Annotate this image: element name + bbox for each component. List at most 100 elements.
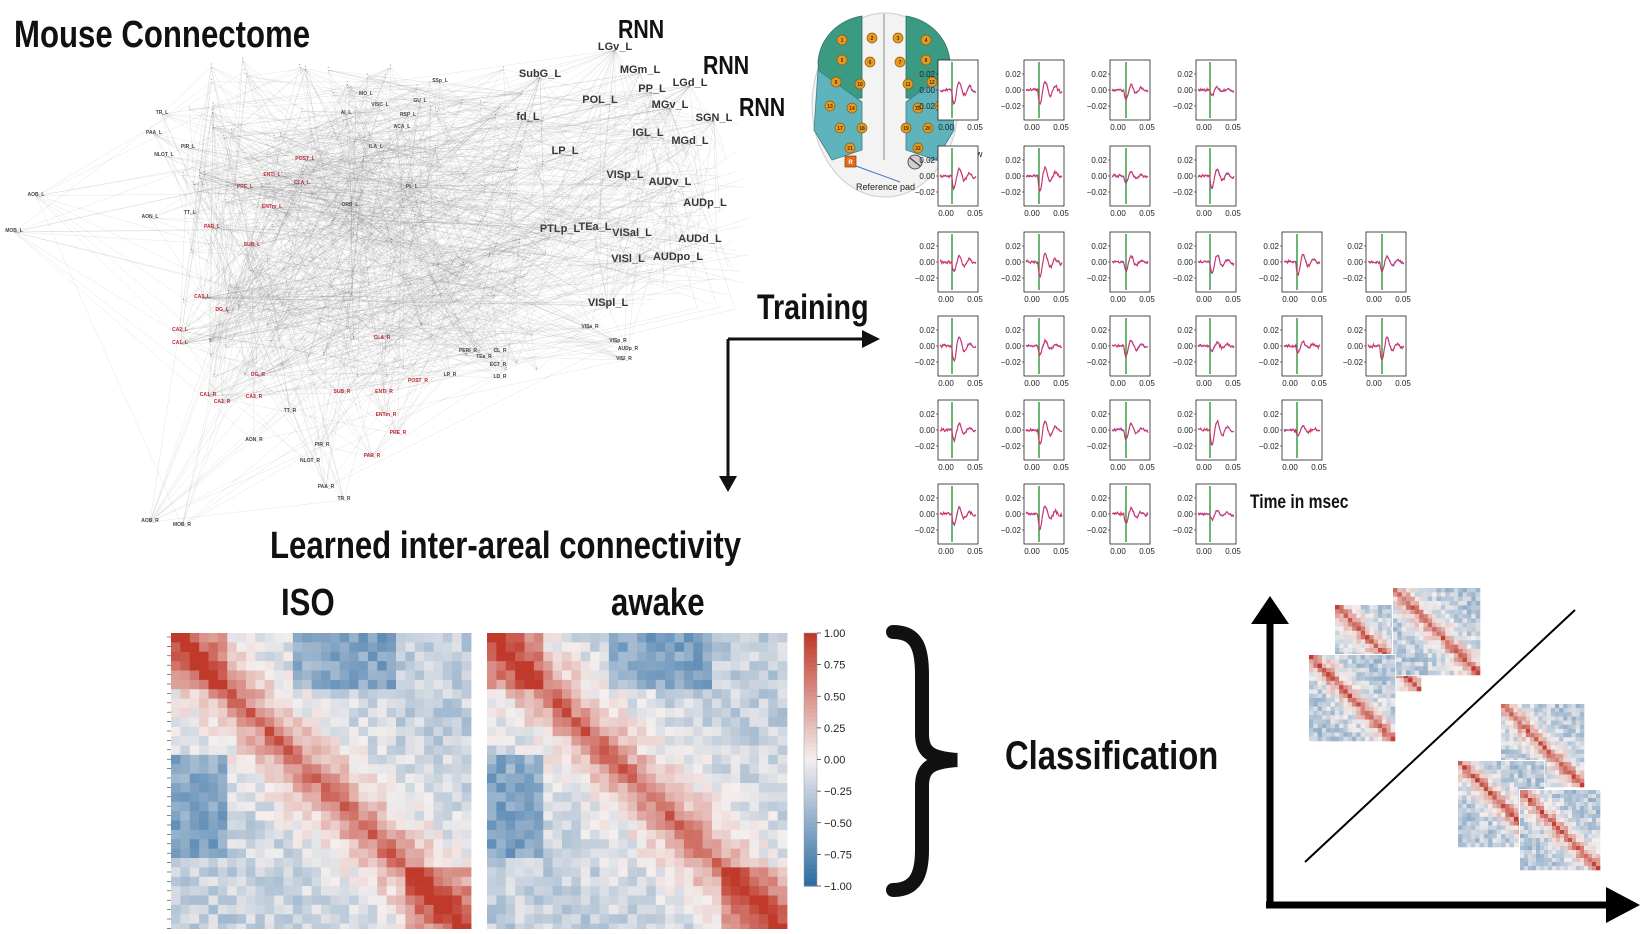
mini-heatmap-cell (1432, 597, 1437, 602)
mini-heatmap-cell (1410, 632, 1415, 637)
heatmap-cell (571, 642, 581, 652)
heatmap-cell (600, 792, 610, 802)
heatmap-cell (265, 671, 275, 681)
heatmap-cell (321, 811, 331, 821)
heatmap-cell (293, 877, 303, 887)
mini-heatmap-cell (1551, 708, 1555, 712)
mini-heatmap-cell (1352, 711, 1357, 716)
heatmap-cell (321, 727, 331, 737)
mini-heatmap-cell (1501, 804, 1506, 809)
heatmap-cell (293, 886, 303, 896)
mini-heatmap-cell (1309, 724, 1314, 729)
heatmap-cell (171, 708, 181, 718)
heatmap-cell (534, 858, 544, 868)
heatmap-cell (180, 755, 190, 765)
heatmap-cell (209, 877, 219, 887)
mini-heatmap-cell (1419, 658, 1424, 663)
heatmap-cell (209, 736, 219, 746)
colorbar-segment (804, 760, 817, 765)
mini-heatmap-cell (1365, 711, 1370, 716)
mini-heatmap-cell (1547, 725, 1551, 729)
mini-heatmap-cell (1513, 716, 1517, 720)
mini-heatmap-cell (1404, 682, 1409, 687)
mini-heatmap-cell (1326, 724, 1331, 729)
mini-heatmap-cell (1564, 794, 1568, 798)
heatmap-cell (618, 755, 628, 765)
mini-heatmap-cell (1544, 810, 1548, 814)
mini-heatmap-cell (1563, 770, 1567, 774)
heatmap-cell (646, 830, 656, 840)
heatmap-cell (180, 802, 190, 812)
heatmap-cell (368, 736, 378, 746)
mini-heatmap-cell (1480, 808, 1485, 813)
mini-heatmap-cell (1417, 687, 1422, 692)
mini-heatmap-cell (1588, 802, 1592, 806)
heatmap-cell (496, 671, 506, 681)
heatmap-cell (171, 680, 181, 690)
heatmap-cell (387, 839, 397, 849)
heatmap-cell (330, 849, 340, 859)
heatmap-cell (721, 661, 731, 671)
heatmap-cell (656, 905, 666, 915)
mini-heatmap-cell (1538, 721, 1542, 725)
mini-heatmap-cell (1538, 729, 1542, 733)
mini-heatmap-cell (1454, 649, 1459, 654)
trace-ytick-label: 0.02 (1177, 156, 1193, 165)
mini-heatmap-cell (1335, 672, 1340, 677)
mini-heatmap-cell (1514, 765, 1519, 770)
heatmap-cell (405, 867, 415, 877)
colorbar-segment (804, 806, 817, 811)
heatmap-cell (553, 896, 563, 906)
heatmap-cell (515, 886, 525, 896)
mini-heatmap-cell (1505, 746, 1509, 750)
heatmap-cell (246, 708, 256, 718)
mini-heatmap-cell (1497, 830, 1502, 835)
heatmap-cell (637, 689, 647, 699)
heatmap-cell (462, 746, 472, 756)
mini-heatmap-cell (1423, 623, 1428, 628)
heatmap-cell (396, 652, 406, 662)
heatmap-cell (600, 736, 610, 746)
heatmap-cell (415, 661, 425, 671)
heatmap-cell (553, 877, 563, 887)
heatmap-cell (778, 755, 788, 765)
heatmap-cell (321, 821, 331, 831)
mini-heatmap-cell (1339, 605, 1344, 610)
heatmap-cell (330, 774, 340, 784)
heatmap-cell (368, 867, 378, 877)
heatmap-cell (571, 830, 581, 840)
heatmap-cell (293, 858, 303, 868)
mini-heatmap-cell (1393, 592, 1398, 597)
mini-heatmap-cell (1356, 724, 1361, 729)
heatmap-cell (675, 858, 685, 868)
heatmap-cell (274, 736, 284, 746)
mini-heatmap-cell (1410, 627, 1415, 632)
mini-heatmap-cell (1378, 720, 1383, 725)
mini-heatmap-cell (1313, 681, 1318, 686)
heatmap-cell (434, 680, 444, 690)
heatmap-cell (759, 802, 769, 812)
heatmap-cell (218, 783, 228, 793)
mini-heatmap-cell (1361, 702, 1366, 707)
heatmap-cell (571, 914, 581, 924)
mini-heatmap-cell (1454, 666, 1459, 671)
mini-heatmap-cell (1538, 725, 1542, 729)
mini-heatmap-cell (1531, 765, 1536, 770)
heatmap-cell (693, 671, 703, 681)
heatmap-cell (415, 746, 425, 756)
mini-heatmap-cell (1313, 659, 1318, 664)
heatmap-cell (646, 877, 656, 887)
heatmap-cell (675, 717, 685, 727)
heatmap-cell (487, 858, 497, 868)
mini-heatmap-cell (1361, 672, 1366, 677)
mini-heatmap-cell (1387, 631, 1392, 636)
heatmap-cell (571, 746, 581, 756)
mini-heatmap-cell (1492, 774, 1497, 779)
mini-heatmap-cell (1497, 808, 1502, 813)
heatmap-cell (693, 774, 703, 784)
heatmap-cell (600, 830, 610, 840)
mini-heatmap-cell (1547, 708, 1551, 712)
heatmap-cell (571, 717, 581, 727)
heatmap-cell (731, 839, 741, 849)
